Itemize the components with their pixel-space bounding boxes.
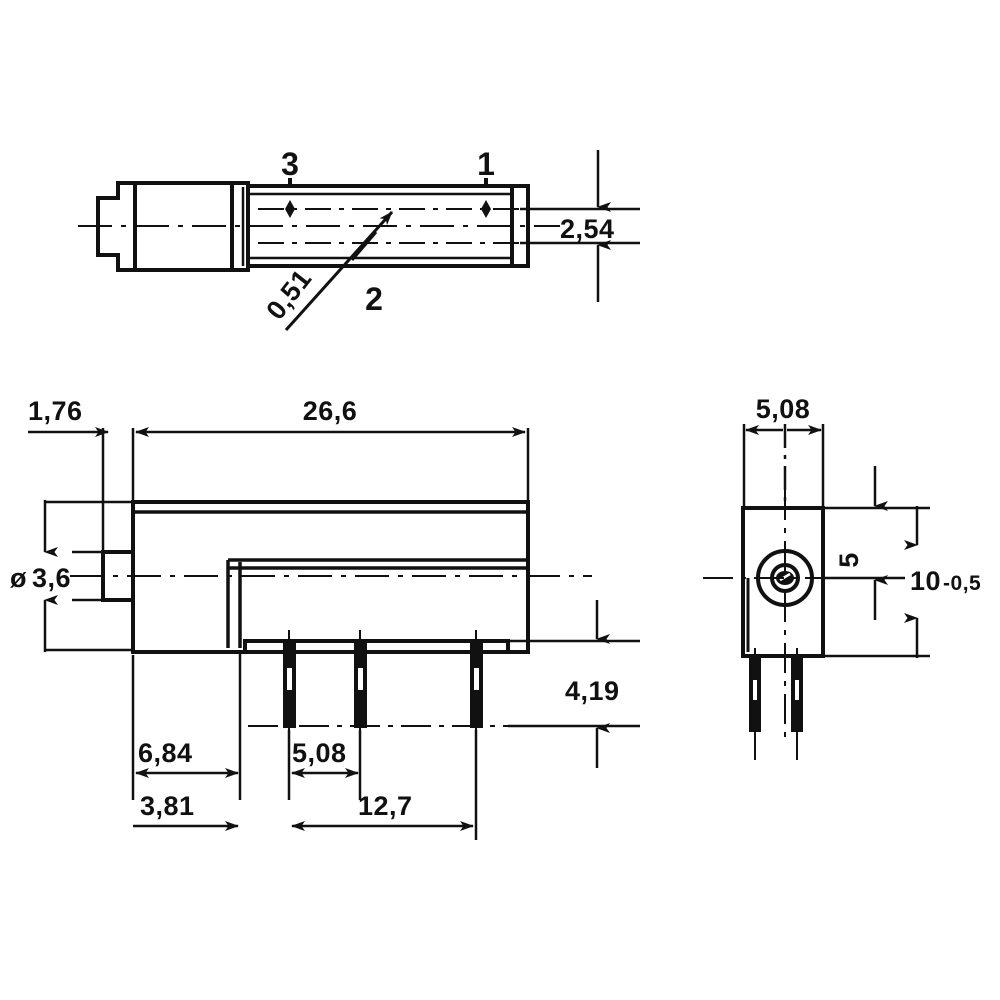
dim-value-3-6: 3,6	[32, 563, 71, 593]
dim-6-84-group	[131, 650, 242, 800]
dim-d3-6-group	[43, 500, 133, 652]
front-view-seating-plane	[133, 639, 528, 654]
top-view-outline	[96, 181, 530, 272]
side-view-pin-stems	[754, 648, 798, 760]
dim-label-5-08-front: 5,08	[292, 738, 347, 768]
dim-label-6-84: 6,84	[138, 738, 193, 768]
dim-label-3-81: 3,81	[140, 791, 195, 821]
diameter-symbol: ø	[10, 563, 27, 593]
dim-label-5: 5	[834, 552, 864, 568]
dim-value-10: 10	[910, 566, 941, 596]
dim-1-76-group	[28, 427, 135, 560]
top-view-contact-markers	[285, 200, 491, 218]
top-view-group: 3 1 0,51 2 2,54	[78, 146, 640, 332]
front-view-pins	[283, 641, 483, 728]
dim-label-10: 10-0,5	[910, 566, 981, 596]
dim-12-7-group	[291, 730, 478, 840]
dim-26-6-group	[135, 427, 530, 500]
front-view-pin-slots	[287, 668, 479, 690]
dim-label-1-76: 1,76	[28, 396, 83, 426]
dim-label-5-08-side: 5,08	[756, 394, 811, 424]
dim-0-51-leader	[284, 210, 394, 332]
side-view-pins	[749, 656, 803, 732]
dim-label-12-7: 12,7	[358, 791, 413, 821]
dim-label-4-19: 4,19	[565, 676, 620, 706]
dim-label-2-54: 2,54	[560, 214, 615, 244]
dim-4-19-group	[508, 600, 640, 768]
side-view-pin-slots	[753, 680, 799, 700]
dim-5-08-front-group	[287, 730, 362, 800]
dim-5-group	[823, 466, 930, 620]
top-view-contact-centerlines	[258, 208, 520, 244]
side-view-outline	[741, 506, 825, 658]
dim-label-26-6: 26,6	[303, 396, 358, 426]
side-view-centerlines	[703, 490, 880, 742]
pin-label-1: 1	[477, 146, 495, 182]
front-view-inner-lines	[133, 510, 528, 648]
dim-label-0-51: 0,51	[260, 264, 317, 325]
dim-5-08-side-group	[742, 424, 825, 506]
dim-tolerance-10: -0,5	[943, 572, 981, 595]
side-view-group: 5,08 5 10-0,5	[703, 394, 981, 760]
front-view-pin-stems	[288, 630, 477, 800]
dim-2-54-group	[520, 150, 640, 302]
top-view-pin-leaders	[288, 178, 488, 186]
pin-label-3: 3	[281, 146, 299, 182]
dim-10-group	[823, 506, 930, 658]
top-view-inner-lines	[230, 187, 512, 266]
pin-label-2: 2	[365, 281, 383, 317]
